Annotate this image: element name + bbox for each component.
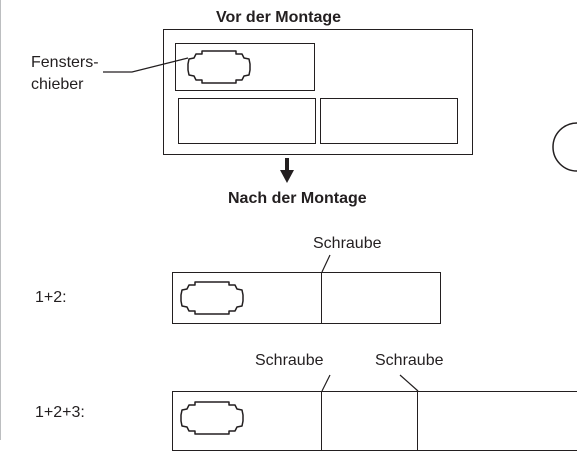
part-3-before (320, 98, 458, 144)
screw-leader-row2-right (399, 374, 419, 392)
screw-label: Schraube (313, 235, 382, 252)
title-before: Vor der Montage (216, 9, 342, 26)
row1-label: 1+2: (35, 289, 67, 306)
diagram-lines (103, 50, 577, 435)
window-slider-shape-row1 (180, 281, 244, 315)
slider-compartment (175, 43, 315, 91)
window-slider-shape-before (187, 50, 251, 84)
screw-leader-row1 (321, 254, 331, 273)
screw-label-right: Schraube (375, 352, 444, 369)
window-slider-leader (103, 57, 189, 73)
screw-label-left: Schraube (255, 352, 324, 369)
row1-part-2 (321, 272, 441, 324)
window-slider-label-line1: Fensters- (31, 54, 99, 71)
screw-leader-row2-left (321, 374, 331, 392)
diagram-frame (0, 0, 1, 440)
window-slider-label-line2: chieber (31, 76, 84, 93)
part-2-before (178, 98, 316, 144)
title-after: Nach der Montage (228, 190, 367, 207)
edge-circle-fragment (552, 122, 577, 172)
window-slider-shape-row2 (180, 401, 244, 435)
arrow-down-icon (280, 158, 294, 183)
panel-before (163, 29, 473, 155)
row2-label: 1+2+3: (35, 404, 85, 421)
